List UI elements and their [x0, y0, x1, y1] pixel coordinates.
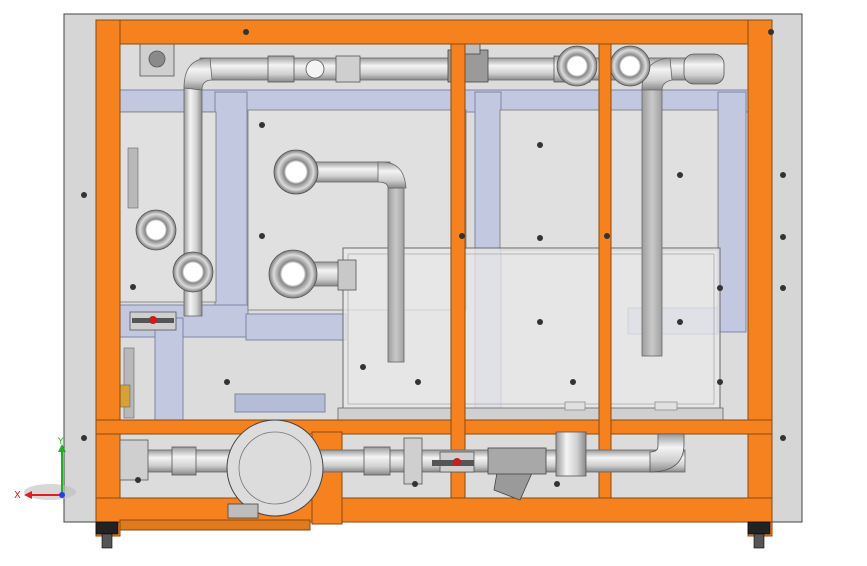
ball-valves — [129, 311, 475, 473]
bolt-icon — [780, 172, 786, 178]
coordinate-triad: X Y — [14, 437, 76, 501]
bolt-icon — [415, 379, 421, 385]
x-axis-label: X — [14, 490, 21, 501]
bolt-icon — [604, 233, 610, 239]
bolt-icon — [259, 233, 265, 239]
leveling-feet — [95, 521, 771, 549]
bolt-icon — [224, 379, 230, 385]
bolt-icon — [717, 285, 723, 291]
bolt-icon — [537, 319, 543, 325]
bolt-icon — [243, 29, 249, 35]
pump — [226, 419, 324, 519]
bolt-icon — [768, 29, 774, 35]
bolt-icon — [135, 477, 141, 483]
bolt-icon — [554, 481, 560, 487]
bolt-icon — [130, 284, 136, 290]
bolt-icon — [780, 435, 786, 441]
valve-handle-icon — [149, 316, 157, 324]
bolt-icon — [677, 319, 683, 325]
y-strainer — [487, 447, 547, 501]
bolt-icon — [780, 285, 786, 291]
bolt-icon — [412, 481, 418, 487]
bolt-icon — [537, 235, 543, 241]
bolt-icon — [780, 234, 786, 240]
bolt-icon — [360, 364, 366, 370]
bolt-icon — [459, 233, 465, 239]
bolt-icon — [259, 122, 265, 128]
orange-frame — [95, 19, 773, 537]
valve-handle-icon — [453, 458, 461, 466]
bolt-icon — [537, 142, 543, 148]
bolt-icon — [570, 379, 576, 385]
bolt-icon — [717, 379, 723, 385]
bolt-icon — [81, 192, 87, 198]
bolt-icon — [677, 172, 683, 178]
bolt-icon — [81, 435, 87, 441]
flanges — [135, 41, 651, 299]
y-axis-label: Y — [57, 437, 64, 447]
bolts — [81, 29, 786, 487]
